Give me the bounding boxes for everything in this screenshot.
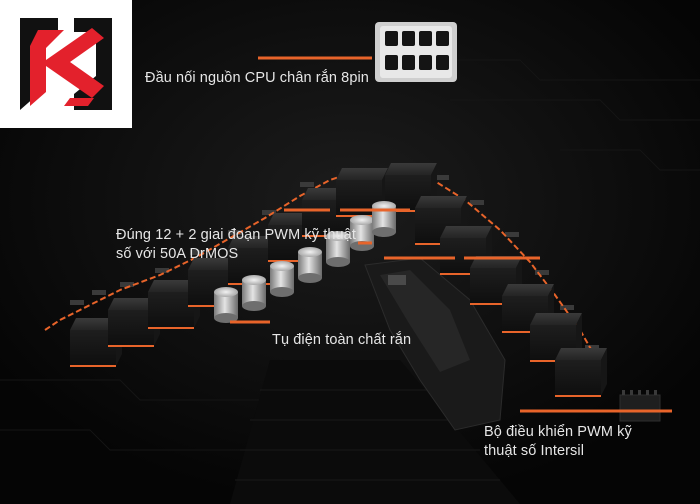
power-choke-row: [70, 163, 607, 397]
cpu-socket-area: [230, 360, 520, 504]
label-pwm-controller: Bộ điều khiển PWM kỹ thuật số Intersil: [484, 424, 632, 459]
solid-capacitor: [372, 201, 396, 237]
solid-capacitor: [242, 275, 266, 311]
label-power-phases: Đúng 12 + 2 giai đoạn PWM kỹ thuật số vớ…: [116, 227, 356, 262]
solid-capacitor: [326, 231, 350, 267]
solid-capacitor: [298, 247, 322, 283]
cpu-8pin-connector: [375, 22, 457, 82]
smd-components: [70, 168, 599, 350]
pcb-traces: [0, 59, 700, 451]
choke-inductor: [555, 348, 607, 397]
heatsink-face: [380, 270, 470, 372]
label-cpu-8pin-connector: Đầu nối nguồn CPU chân rắn 8pin: [145, 70, 369, 86]
label-solid-capacitors: Tụ điện toàn chất rắn: [272, 332, 412, 348]
pwm-controller-chip: [619, 390, 661, 422]
solid-capacitor: [270, 261, 294, 297]
solid-capacitor: [214, 287, 238, 323]
choke-inductor: [148, 280, 200, 329]
callout-lines: [230, 56, 672, 413]
heatsink-logo-plate: [388, 275, 406, 285]
hb-monogram-logo-icon: [0, 0, 132, 128]
socket-grid: [235, 389, 500, 481]
